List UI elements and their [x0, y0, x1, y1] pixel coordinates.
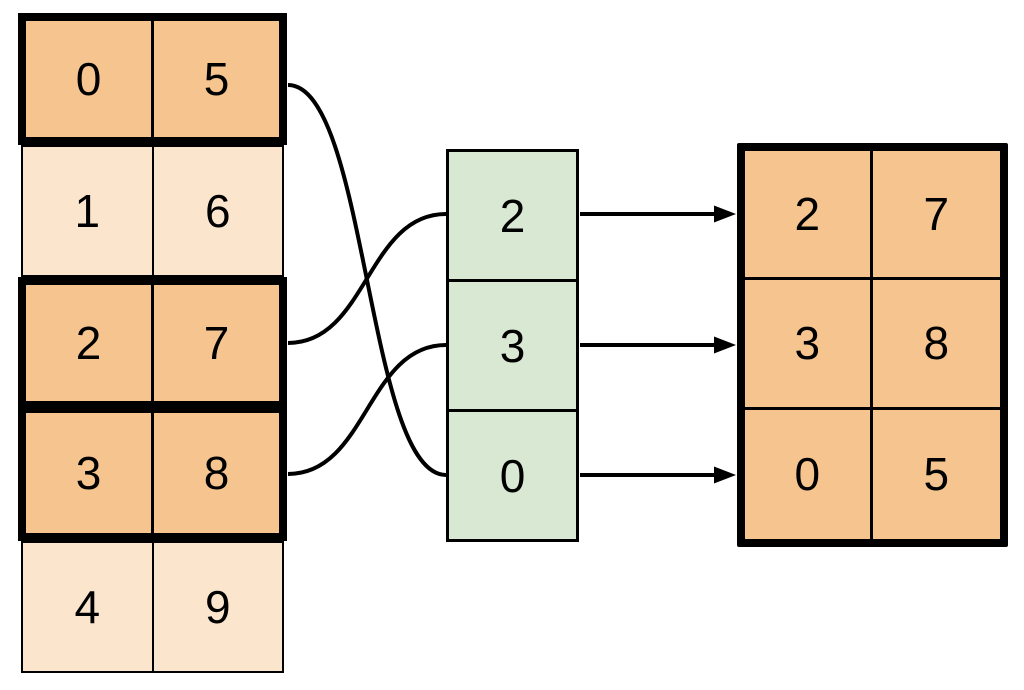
index-cell-0: 2: [499, 189, 526, 242]
source-cell: 8: [203, 447, 230, 499]
result-cell: 2: [745, 151, 873, 281]
result-cell: 3: [745, 280, 873, 410]
index-column: 2 3 0: [446, 149, 579, 542]
arrow-index-0-to-result-row2: [580, 466, 736, 484]
source-cell: 4: [23, 543, 154, 671]
arrow-index-3-to-result-row1: [580, 336, 736, 354]
source-cell: 0: [26, 21, 154, 137]
index-cell-2: 0: [449, 409, 576, 539]
index-cell-1: 3: [449, 279, 576, 409]
source-cell: 6: [204, 185, 231, 237]
curve-source-row2-to-index-2: [287, 212, 447, 345]
result-cell: 7: [872, 151, 1000, 281]
result-table: 2 7 3 8 0 5: [737, 143, 1008, 547]
result-cell: 8: [872, 280, 1000, 410]
source-row-3: 3 8: [18, 405, 287, 541]
arrow-index-2-to-result-row0: [580, 205, 736, 223]
source-row-4: 4 9: [21, 541, 284, 673]
result-cell: 5: [923, 448, 950, 501]
curve-source-row0-to-index-0: [287, 83, 447, 477]
source-cell: 1: [23, 147, 154, 275]
source-row-0: 0 5: [18, 13, 287, 145]
result-cell: 0: [745, 409, 873, 539]
source-cell: 2: [26, 285, 154, 401]
source-cell: 7: [203, 317, 230, 369]
source-cell: 5: [203, 53, 230, 105]
source-row-2: 2 7: [18, 277, 287, 409]
source-row-1: 1 6: [21, 145, 284, 277]
source-cell: 3: [26, 413, 154, 533]
source-cell: 9: [204, 581, 231, 633]
curve-source-row3-to-index-3: [287, 343, 447, 476]
